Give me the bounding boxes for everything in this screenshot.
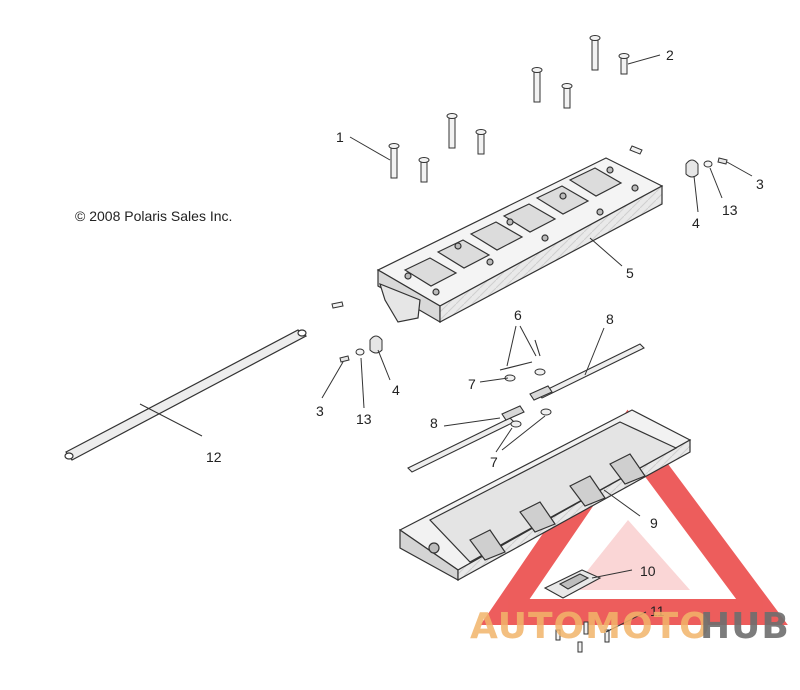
- callout-6: 6: [514, 307, 522, 323]
- callout-13-right: 13: [722, 202, 738, 218]
- copyright-text: © 2008 Polaris Sales Inc.: [75, 208, 233, 224]
- callout-3-right: 3: [756, 176, 764, 192]
- watermark-text-hub: HUB: [700, 606, 790, 647]
- callout-1: 1: [336, 129, 344, 145]
- part-8-strap-upper: [529, 343, 645, 401]
- callout-8-lower: 8: [430, 415, 438, 431]
- callout-8-upper: 8: [606, 311, 614, 327]
- part-9-lower-tray: [398, 409, 692, 582]
- part-6-pins: [499, 339, 541, 371]
- watermark-text-automoto: AUTOMOTO: [470, 606, 711, 647]
- callout-7-upper: 7: [468, 376, 476, 392]
- callouts: 1 2 3 13 4 5 6 8 7 12 3 13 4 8 7 9 10 11: [206, 47, 764, 619]
- leader-lines: [139, 54, 753, 633]
- watermark-logo: [480, 409, 788, 625]
- bolts: [331, 35, 643, 653]
- callout-9: 9: [650, 515, 658, 531]
- callout-12: 12: [206, 449, 222, 465]
- callout-13-left: 13: [356, 411, 372, 427]
- part-12-rod: [64, 329, 308, 461]
- callout-4-left: 4: [392, 382, 400, 398]
- callout-10: 10: [640, 563, 656, 579]
- part-10-latch: [543, 569, 602, 599]
- part-7-washers: [504, 368, 552, 428]
- callout-4-right: 4: [692, 215, 700, 231]
- part-5-upper-panel: [376, 157, 664, 324]
- hardware-right: [685, 157, 728, 178]
- callout-5: 5: [626, 265, 634, 281]
- callout-2: 2: [666, 47, 674, 63]
- callout-3-left: 3: [316, 403, 324, 419]
- callout-7-lower: 7: [490, 454, 498, 470]
- hardware-left: [339, 335, 383, 363]
- part-8-strap-lower: [407, 405, 525, 473]
- callout-11: 11: [650, 603, 665, 619]
